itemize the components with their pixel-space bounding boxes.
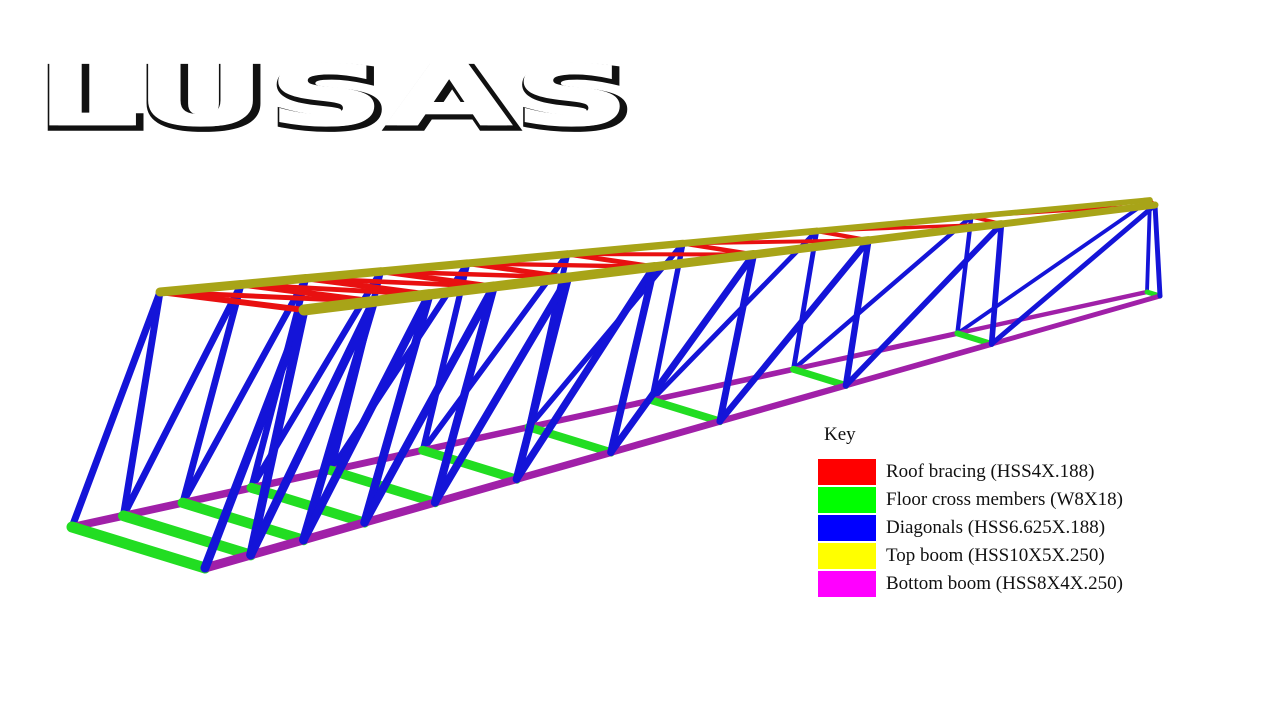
legend: Key Roof bracing (HSS4X.188) Floor cross… [818,422,1238,598]
top-boom-member [749,236,873,259]
lusas-logo-text: LUSAS [35,47,631,145]
legend-swatch-top-boom [818,543,876,569]
front-diagonal-member [430,282,498,507]
bottom-boom-member [989,293,1163,347]
back-diagonal-member [791,228,820,372]
legend-label-floor-cross-members: Floor cross members (W8X18) [886,489,1123,510]
front-diagonal-member [431,273,573,507]
back-diagonal-member [791,214,974,372]
bottom-boom-member [607,417,724,456]
front-diagonal-member [512,273,573,484]
top-boom-member [301,267,386,283]
front-diagonal-member [512,263,658,483]
legend-label-diagonals: Diagonals (HSS6.625X.188) [886,517,1106,538]
front-diagonal-member [843,221,1005,389]
back-diagonal-member [955,198,1152,336]
floor-cross-member [118,510,257,561]
top-boom-member [968,197,1153,220]
lusas-logo-shadow: LUSAS [38,50,634,148]
front-diagonal-member [246,305,309,560]
front-diagonal-member [989,202,1158,347]
back-diagonal-member [179,275,310,507]
legend-item-floor-cross-members: Floor cross members (W8X18) [818,486,1238,514]
back-diagonal-member [955,214,974,336]
truss-members [66,197,1163,574]
legend-title: Key [824,424,856,445]
front-diagonal-member [607,263,658,457]
floor-cross-member [246,482,370,528]
top-boom-member [649,249,759,272]
legend-label-roof-bracing: Roof bracing (HSS4X.188) [886,461,1095,482]
legend-item-bottom-boom: Bottom boom (HSS8X4X.250) [818,570,1238,598]
front-diagonal-member [360,282,498,527]
top-boom-member [679,227,821,247]
back-diagonal-member [419,251,571,454]
top-boom-member [813,213,975,235]
legend-item-top-boom: Top boom (HSS10X5X.250) [818,542,1238,570]
bottom-boom-member [360,498,440,527]
bottom-boom-member [431,475,521,507]
floor-cross-member [177,497,309,546]
roof-bracing-member [157,289,377,304]
legend-label-bottom-boom: Bottom boom (HSS8X4X.250) [886,573,1123,594]
back-diagonal-member [119,281,245,520]
legend-swatch-floor-cross-members [818,487,876,513]
top-boom-member [463,250,572,268]
legend-label-top-boom: Top boom (HSS10X5X.250) [886,545,1105,566]
back-diagonal-member [649,228,820,403]
top-boom-member [997,201,1159,228]
top-boom-member [563,239,687,258]
front-diagonal-member [246,297,379,560]
front-diagonal-member [988,221,1005,347]
bottom-boom-member [843,341,995,389]
legend-swatch-roof-bracing [818,459,876,485]
bottom-boom-member [299,518,369,545]
bottom-boom-member [512,448,615,483]
back-diagonal-member [119,288,164,520]
top-boom-member [488,272,574,292]
top-boom-member [864,220,1006,245]
front-diagonal-member [842,237,872,389]
bottom-boom-member [648,366,797,404]
floor-cross-member [418,445,522,484]
front-diagonal-member [1152,202,1163,299]
back-diagonal-member [68,288,164,531]
bottom-boom-member [716,382,850,425]
front-diagonal-member [716,251,758,425]
back-diagonal-member [179,281,245,507]
top-boom-member [424,281,499,300]
bottom-boom-member [327,446,427,474]
front-diagonal-member [716,237,872,425]
top-boom-member [155,280,246,297]
floor-cross-member [524,422,616,457]
back-diagonal-member [648,240,686,403]
front-diagonal-member [299,297,379,545]
legend-swatch-bottom-boom [818,571,876,597]
bottom-boom-member [246,535,308,560]
front-diagonal-member [299,290,434,545]
front-diagonal-member [200,305,309,573]
bottom-boom-member [200,550,256,573]
back-diagonal-member [1145,198,1152,294]
legend-swatch-diagonals [818,515,876,541]
top-boom-member [236,274,311,289]
legend-item-roof-bracing: Roof bracing (HSS4X.188) [818,458,1238,486]
bottom-boom-member [955,289,1150,336]
top-boom-member [376,259,472,276]
top-boom-member [368,289,435,307]
floor-cross-member [954,330,995,348]
top-boom-member [298,295,380,316]
floor-cross-member [66,521,211,574]
floor-cross-member [790,365,850,389]
front-diagonal-member [607,251,758,456]
top-boom-member [563,262,659,283]
bottom-boom-member [179,484,256,507]
front-diagonal-member [360,290,434,527]
lusas-logo: LUSAS LUSAS [35,46,638,151]
floor-cross-member [647,396,724,426]
legend-item-diagonals: Diagonals (HSS6.625X.188) [818,514,1238,542]
